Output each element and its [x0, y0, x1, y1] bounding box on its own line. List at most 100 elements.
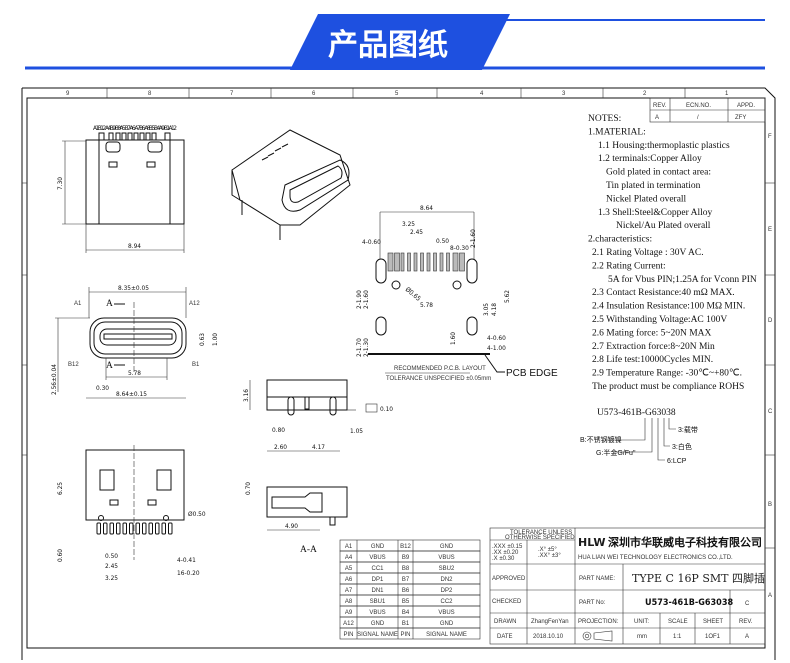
pin-lead: [142, 522, 147, 535]
callout-packing: 3:载带: [678, 425, 698, 434]
column-label: 6: [312, 91, 316, 97]
row-label: E: [768, 227, 772, 233]
note-line: Nickel/Au Plated overall: [616, 221, 711, 231]
pin-lead: [96, 522, 101, 535]
pcb-pad: [439, 252, 444, 272]
ecn-value: /: [697, 115, 699, 121]
pin-lead: [168, 522, 173, 535]
unit-value: mm: [637, 634, 647, 640]
callout-plating: G:半金G/Fu": [596, 448, 636, 457]
pin-cell: B9: [402, 555, 410, 561]
company-name-cn: 深圳市华联威电子科技有限公司: [608, 535, 762, 549]
table-row: [339, 627, 481, 640]
dim-flatness: 0.10: [380, 405, 393, 413]
dim-leg: 0.60: [56, 549, 64, 562]
table-row: [339, 594, 481, 607]
pin-cell: A6: [345, 577, 353, 583]
table-row: [339, 572, 481, 585]
signal-name-cell: SIGNAL NAME: [357, 632, 398, 638]
signal-name-cell: GND: [371, 544, 385, 550]
signal-name-cell: GND: [371, 621, 385, 627]
pcb-dim: 2-1.60: [362, 290, 370, 309]
pin-cell: B6: [402, 588, 410, 594]
ecn-header: ECN.NO.: [686, 103, 711, 109]
signal-name-cell: DP2: [441, 588, 453, 594]
note-line: 2.4 Insulation Resistance:100 MΩ MIN.: [592, 302, 745, 312]
pcb-layout-tolerance: TOLERANCE UNSPECIFIED ±0.05mm: [386, 376, 491, 382]
pin-cell: PIN: [400, 632, 410, 638]
pcb-dim: 4.18: [490, 303, 498, 316]
column-label: 7: [230, 91, 234, 97]
pin-cell: A1: [345, 544, 353, 550]
dim-d1: 0.63: [198, 333, 206, 346]
rev-value: A: [745, 634, 749, 640]
note-line: 1.2 terminals:Copper Alloy: [598, 154, 702, 164]
revision-table: REV. ECN.NO. APPD. A / ZFY: [649, 97, 766, 123]
pcb-dim: 3.05: [482, 303, 490, 316]
note-line: Tin plated in termination: [606, 181, 701, 191]
side-view: 3.16 0.10 0.80 2.60 4.17 1.05: [242, 379, 393, 452]
dim-width-top: 8.35±0.05: [118, 284, 149, 292]
table-row: [339, 605, 481, 618]
tolerance-linear: .XXX ±0.15: [492, 544, 523, 550]
pcb-layout: 8.64 3.25 2.45 0.50 4-0.60 8-0.30 2-1.60…: [355, 204, 558, 382]
drawn-by: ZhangFenYan: [531, 619, 569, 625]
header-banner: 产品图纸: [25, 14, 765, 70]
table-row: [339, 616, 481, 629]
pin-b12-label: B12: [68, 362, 79, 368]
pin-cell: B4: [402, 610, 410, 616]
pin-lead: [129, 522, 134, 535]
pcb-dim: 8-0.30: [450, 244, 469, 252]
column-label: 1: [725, 91, 729, 97]
pin-cell: B12: [400, 544, 411, 550]
signal-name-cell: VBUS: [369, 555, 385, 561]
title-block: TOLERANCE UNLESS OTHERWISE SPECIFIED .XX…: [489, 527, 766, 645]
callout-color: 3:白色: [672, 442, 692, 451]
signal-name-cell: DP1: [372, 577, 384, 583]
pin-lead: [135, 522, 140, 535]
part-no: U573-461B-G63038: [645, 598, 733, 608]
note-line: 1.3 Shell:Steel&Copper Alloy: [598, 208, 713, 218]
row-label: A: [768, 593, 772, 599]
dim-d1: 0.70: [244, 482, 252, 495]
pin-cell: A5: [345, 566, 353, 572]
column-label: 5: [395, 91, 399, 97]
note-line: NOTES:: [588, 114, 621, 124]
pcb-pad: [433, 252, 437, 272]
dim-height: 2.56±0.04: [50, 364, 58, 395]
dim-d2: 4.90: [285, 522, 298, 530]
pcb-pad: [400, 252, 405, 272]
dim-inner: 5.78: [128, 369, 141, 377]
pin-cell: PIN: [343, 632, 353, 638]
pcb-edge-label: PCB EDGE: [506, 368, 558, 379]
signal-name-cell: CC1: [371, 566, 384, 572]
tolerance-title: TOLERANCE UNLESS: [510, 530, 572, 536]
signal-name-cell: DN1: [371, 588, 384, 594]
note-line: 2.9 Temperature Range: -30℃~+80℃.: [592, 369, 742, 379]
note-line: 1.1 Housing:thermoplastic plastics: [598, 141, 730, 151]
pin-cell: A9: [345, 610, 353, 616]
pcb-dim: 5.62: [503, 290, 511, 303]
table-row: [339, 550, 481, 563]
signal-name-cell: SBU2: [439, 566, 455, 572]
pin-lead: [122, 522, 127, 535]
note-line: 2.characteristics:: [588, 235, 652, 245]
section-label: A-A: [300, 545, 317, 555]
row-label: B: [768, 502, 772, 508]
note-line: 2.5 Withstanding Voltage:AC 100V: [592, 315, 727, 325]
signal-name-cell: VBUS: [438, 610, 454, 616]
pcb-dim: 2-1.90: [355, 290, 363, 309]
sheet-label: SHEET: [703, 619, 723, 625]
column-label: 3: [562, 91, 566, 97]
note-line: Nickel Plated overall: [606, 194, 687, 204]
callout-housing: 6:LCP: [667, 458, 687, 465]
section-view: 0.70 4.90 A-A: [244, 482, 348, 555]
drawn-label: DRAWN: [494, 619, 516, 625]
front-view: 8.35±0.05 A A A1 A12 B12 B1 0.63 1.00 5.…: [50, 284, 219, 399]
pcb-pad: [420, 252, 424, 272]
pcb-dim: 2.45: [410, 228, 423, 236]
tolerance-linear: .XX ±0.20: [492, 550, 519, 556]
pcb-pad: [452, 252, 459, 272]
scale-label: SCALE: [668, 619, 688, 625]
